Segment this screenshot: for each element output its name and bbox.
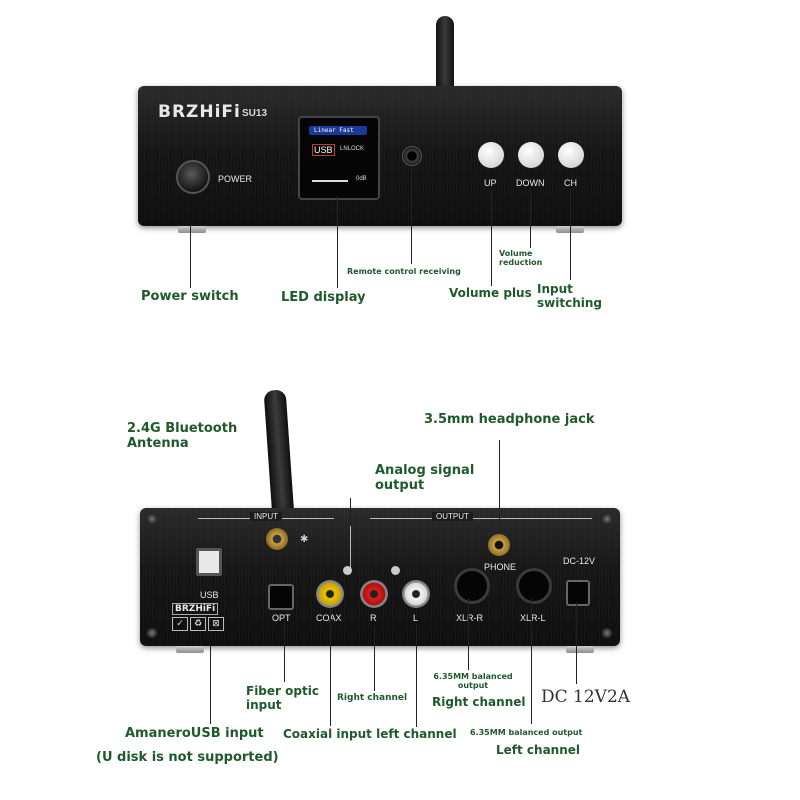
callout-input-switching: Input switching: [537, 282, 602, 310]
screw-bl: [147, 628, 157, 638]
leader-power: [190, 226, 191, 288]
leader-xlr-l: [531, 598, 532, 724]
power-label: POWER: [218, 174, 253, 184]
output-rule: [370, 518, 592, 519]
bluetooth-icon: ✱: [300, 534, 309, 545]
leader-r: [374, 625, 375, 691]
rca-left-output[interactable]: [402, 580, 430, 608]
screw-tr: [602, 514, 612, 524]
callout-usb-note: (U disk is not supported): [96, 750, 279, 765]
down-label: DOWN: [516, 178, 545, 188]
coax-input[interactable]: [316, 580, 344, 608]
leader-opt: [284, 620, 285, 682]
leader-usb: [210, 646, 211, 724]
screw-br: [602, 628, 612, 638]
back-brand-logo: BRZHiFi: [172, 603, 219, 615]
leader-coax: [330, 608, 331, 726]
screen-volume-bar: [312, 180, 348, 182]
callout-power-switch: Power switch: [141, 289, 239, 304]
screen-mode-text: Linear Fast: [314, 127, 354, 134]
leader-led: [337, 196, 338, 288]
callout-remote: Remote control receiving: [347, 267, 461, 276]
back-foot-right: [566, 646, 594, 653]
model-label: SU13: [242, 108, 268, 119]
callout-balanced-right-note: 6.35MM balanced output: [433, 672, 513, 691]
callout-balanced-left: Left channel: [496, 743, 581, 757]
screen-usb-text: USB: [312, 144, 335, 156]
led-display: Linear Fast USB LNLOCK 0dB: [298, 116, 380, 200]
coax-label: COAX: [316, 613, 342, 623]
brand-logo: BRZHiFi: [158, 102, 241, 122]
leader-headphone: [499, 440, 500, 534]
callout-antenna: 2.4G Bluetooth Antenna: [127, 421, 238, 451]
xlr-left-output[interactable]: [516, 568, 552, 604]
callout-dc: DC 12V2A: [541, 687, 631, 707]
leader-dc: [576, 602, 577, 684]
screen-volume-text: 0dB: [356, 176, 367, 182]
callout-balanced-right: Right channel: [432, 695, 526, 709]
callout-headphone: 3.5mm headphone jack: [424, 412, 595, 427]
leader-analog: [350, 498, 351, 526]
leader-remote: [411, 166, 412, 264]
back-foot-left: [176, 646, 204, 653]
recycle-icon: ♻: [190, 617, 206, 631]
screen-mode-bar: [309, 126, 367, 135]
down-button[interactable]: [518, 142, 544, 168]
leader-down: [530, 190, 531, 248]
rca-right-output[interactable]: [360, 580, 388, 608]
ch-button[interactable]: [558, 142, 584, 168]
front-foot-left: [178, 226, 206, 233]
dc-power-jack[interactable]: [566, 580, 590, 606]
back-antenna: [263, 389, 295, 519]
xlr-r-label: XLR-R: [456, 613, 484, 623]
headphone-jack[interactable]: [488, 534, 510, 556]
r-label: R: [370, 613, 377, 623]
callout-right-channel: Right channel: [337, 693, 408, 703]
input-label: INPUT: [250, 512, 282, 521]
ch-label: CH: [564, 178, 577, 188]
weee-icon: ⊠: [208, 617, 224, 631]
led-indicator-1: [343, 566, 352, 575]
callout-analog-output: Analog signal output: [375, 463, 475, 493]
output-label: OUTPUT: [432, 512, 473, 521]
callout-fiber: Fiber optic input: [246, 684, 319, 712]
up-button[interactable]: [478, 142, 504, 168]
optical-input[interactable]: [268, 584, 294, 610]
l-label: L: [413, 613, 419, 623]
leader-up: [491, 190, 492, 286]
usb-label: USB: [200, 590, 219, 600]
xlr-right-output[interactable]: [454, 568, 490, 604]
usb-port[interactable]: [196, 548, 222, 576]
front-antenna: [436, 16, 454, 92]
leader-xlr-r: [468, 598, 469, 670]
callout-usb-input: AmaneroUSB input: [125, 726, 264, 741]
xlr-l-label: XLR-L: [520, 613, 546, 623]
cert-icons: ✓ ♻ ⊠: [172, 617, 224, 631]
power-button[interactable]: [176, 160, 210, 194]
ce-icon: ✓: [172, 617, 188, 631]
opt-label: OPT: [272, 613, 291, 623]
dc-label: DC-12V: [563, 556, 596, 566]
divider-line: [350, 524, 351, 574]
ir-receiver: [402, 146, 422, 166]
screw-tl: [147, 514, 157, 524]
phone-label: PHONE: [484, 562, 517, 572]
screen-lock-text: LNLOCK: [340, 146, 365, 152]
callout-balanced-left-note: 6.35MM balanced output: [470, 728, 583, 737]
callout-volume-plus: Volume plus: [449, 286, 532, 300]
leader-l: [416, 625, 417, 727]
callout-coax-left: Coaxial input left channel: [283, 727, 457, 741]
leader-ch: [570, 190, 571, 280]
led-indicator-2: [391, 566, 400, 575]
up-label: UP: [484, 178, 497, 188]
callout-volume-reduction: Volume reduction: [499, 249, 543, 268]
callout-led-display: LED display: [281, 290, 366, 305]
antenna-connector: [266, 528, 288, 550]
